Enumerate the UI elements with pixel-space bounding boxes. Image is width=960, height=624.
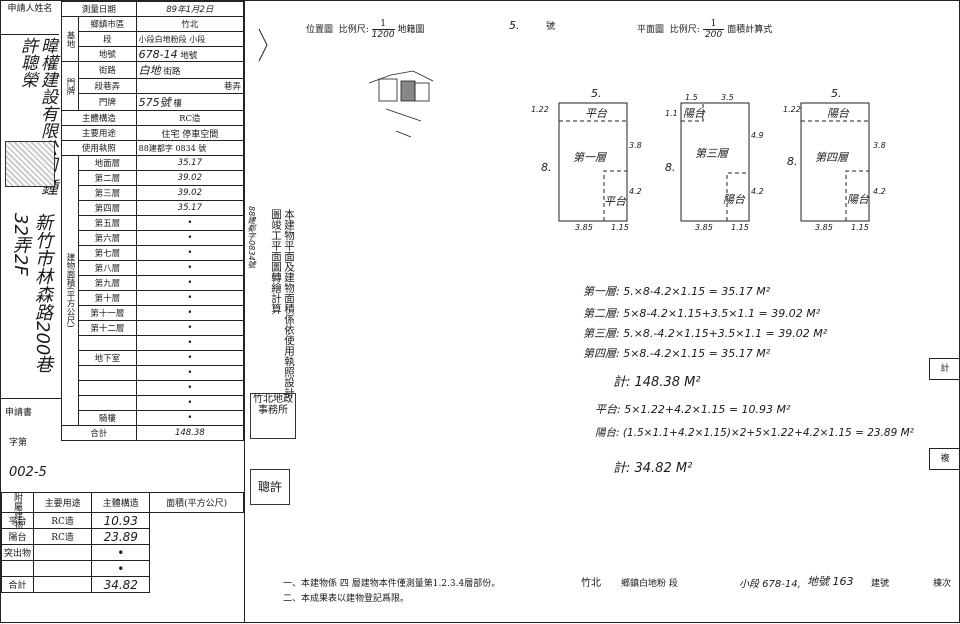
calc-total-1: 計: 148.38 M² [613,375,701,390]
signature-seal: 聰許 [250,469,290,505]
plan-floor-4 [800,102,870,222]
plan3-right1: 3.8 [873,141,886,150]
plan1-left-top: 1.22 [531,105,549,114]
plan-floor-1 [558,102,628,222]
plan3-height: 8. [787,155,798,168]
apply-number: 002-5 [9,465,47,480]
apply-char: 字第 [9,438,28,448]
floor-row: 第十層• [62,290,245,306]
apply-number-block: 申請書 字第 002-5 [1,398,61,493]
calc-line-1: 第一層: 5.×8-4.2×1.15 = 35.17 M² [583,285,771,298]
plan1-top: 5. [591,87,602,100]
floor-row: • [62,395,245,411]
door-value: 575號 樓 [135,93,245,111]
accessory-total-value: 34.82 [91,576,151,593]
floor-row: • [62,380,245,396]
plan1-bot1: 3.85 [575,223,593,232]
plan3-bot2: 1.15 [851,223,869,232]
calc-line-5: 平台: 5×1.22+4.2×1.15 = 10.93 M² [595,403,791,416]
plan1-height: 8. [541,161,552,174]
plan3-bot1: 3.85 [815,223,833,232]
plan3-right2: 4.2 [873,187,886,196]
accessory-area: • [91,544,151,561]
plan2-balcony: 陽台 [683,107,705,120]
plan3-label: 第四層 [815,151,848,164]
base-group: 基地 [61,16,79,62]
applicant-address: 新竹市林森路200巷32弄2F [10,213,53,374]
vertical-note: 本建物平面及建物面積係依使用執照設計圖竣工平面圖轉繪計算 [270,209,295,398]
plan2-height: 8. [665,161,676,174]
plan1-label: 第一層 [573,151,606,164]
calc-line-4: 第四層: 5×8.-4.2×1.15 = 35.17 M² [583,347,771,360]
calc-line-3: 第三層: 5.×8.-4.2×1.15+3.5×1.1 = 39.02 M² [583,327,828,340]
plan2-right1: 4.9 [751,131,764,140]
side-calc-box: 計 [929,358,960,380]
calc-line-6: 陽台: (1.5×1.1+4.2×1.15)×2+5×1.22+4.2×1.15… [595,427,914,439]
floor-row: 第十二層• [62,320,245,336]
applicant-column: 申請人姓名 暐權建設有限公司 鍾許聰榮 新竹市林森路200巷32弄2F [1,1,62,398]
floor-total-value: 148.38 [135,425,245,441]
footer-bld: 建號 [871,579,890,589]
plan2-label: 第三層 [695,147,728,160]
official-seal: 竹北地政事務所 [250,393,296,439]
plan2-top1: 1.5 [685,93,698,102]
accessory-row: 突出物• [0,544,244,561]
footer-lot: 地號 163 [807,575,854,588]
footer-seg: 小段 678-14, [739,579,801,590]
calc-total-2: 計: 34.82 M² [613,461,693,476]
accessory-header-area: 面積(平方公尺) [149,492,244,513]
accessory-area: 23.89 [91,528,151,545]
plan3-left-top: 1.22 [783,105,801,114]
footer-note-1: 一、本建物係 四 層建物本件僅測量第1.2.3.4層部份。 [283,579,501,589]
plan3-balcony: 陽台 [827,107,849,120]
apply-label: 申請書 [5,408,33,418]
floor-row: 第五層• [62,215,245,231]
plan1-sub: 平台 [604,195,626,208]
permit-note: 88建都字0834號 [247,206,256,269]
footer-note-2: 二、本成果表以建物登記爲限。 [283,594,410,604]
sheet-number: 5. [509,19,520,32]
north-arrow-icon [258,28,268,62]
plan-floor-3 [680,102,750,222]
plan2-bot2: 1.15 [731,223,749,232]
location-sketch [368,70,434,138]
floor-total-label: 合計 [61,425,137,441]
applicant-stamp [5,141,55,187]
building-info-table: 測量日期 89年1月2日 基地 鄉鎮市區 竹北 段 小段白地粉段 小段 地號 6… [61,1,245,441]
plan2-right2: 4.2 [751,187,764,196]
plan2-sub: 陽台 [723,193,745,206]
left-panel: 申請人姓名 暐權建設有限公司 鍾許聰榮 新竹市林森路200巷32弄2F 申請書 … [0,1,245,622]
footer-place: 竹北 [581,578,601,589]
plan1-right1: 3.8 [629,141,642,150]
plan3-top: 5. [831,87,842,100]
plan1-right2: 4.2 [629,187,642,196]
accessory-side-label: 附屬建物 [0,492,35,529]
lot-value: 678-14 地號 [135,46,245,62]
footer-town: 鄉鎮白地粉 段 [621,579,678,589]
calc-line-2: 第二層: 5×8-4.2×1.15+3.5×1.1 = 39.02 M² [583,307,821,320]
footer-order: 棟次 [933,579,952,589]
applicant-header: 申請人姓名 [1,1,59,35]
plan1-bot2: 1.15 [611,223,629,232]
plan2-bot1: 3.85 [695,223,713,232]
side-check-box: 複 [929,448,960,470]
plan2-top2: 3.5 [721,93,734,102]
plan2-left-top: 1.1 [665,109,678,118]
plan3-sub: 陽台 [847,193,869,206]
accessory-row: • [0,560,244,577]
sheet-suffix: 號 [546,22,556,32]
plan1-balcony: 平台 [585,107,607,120]
